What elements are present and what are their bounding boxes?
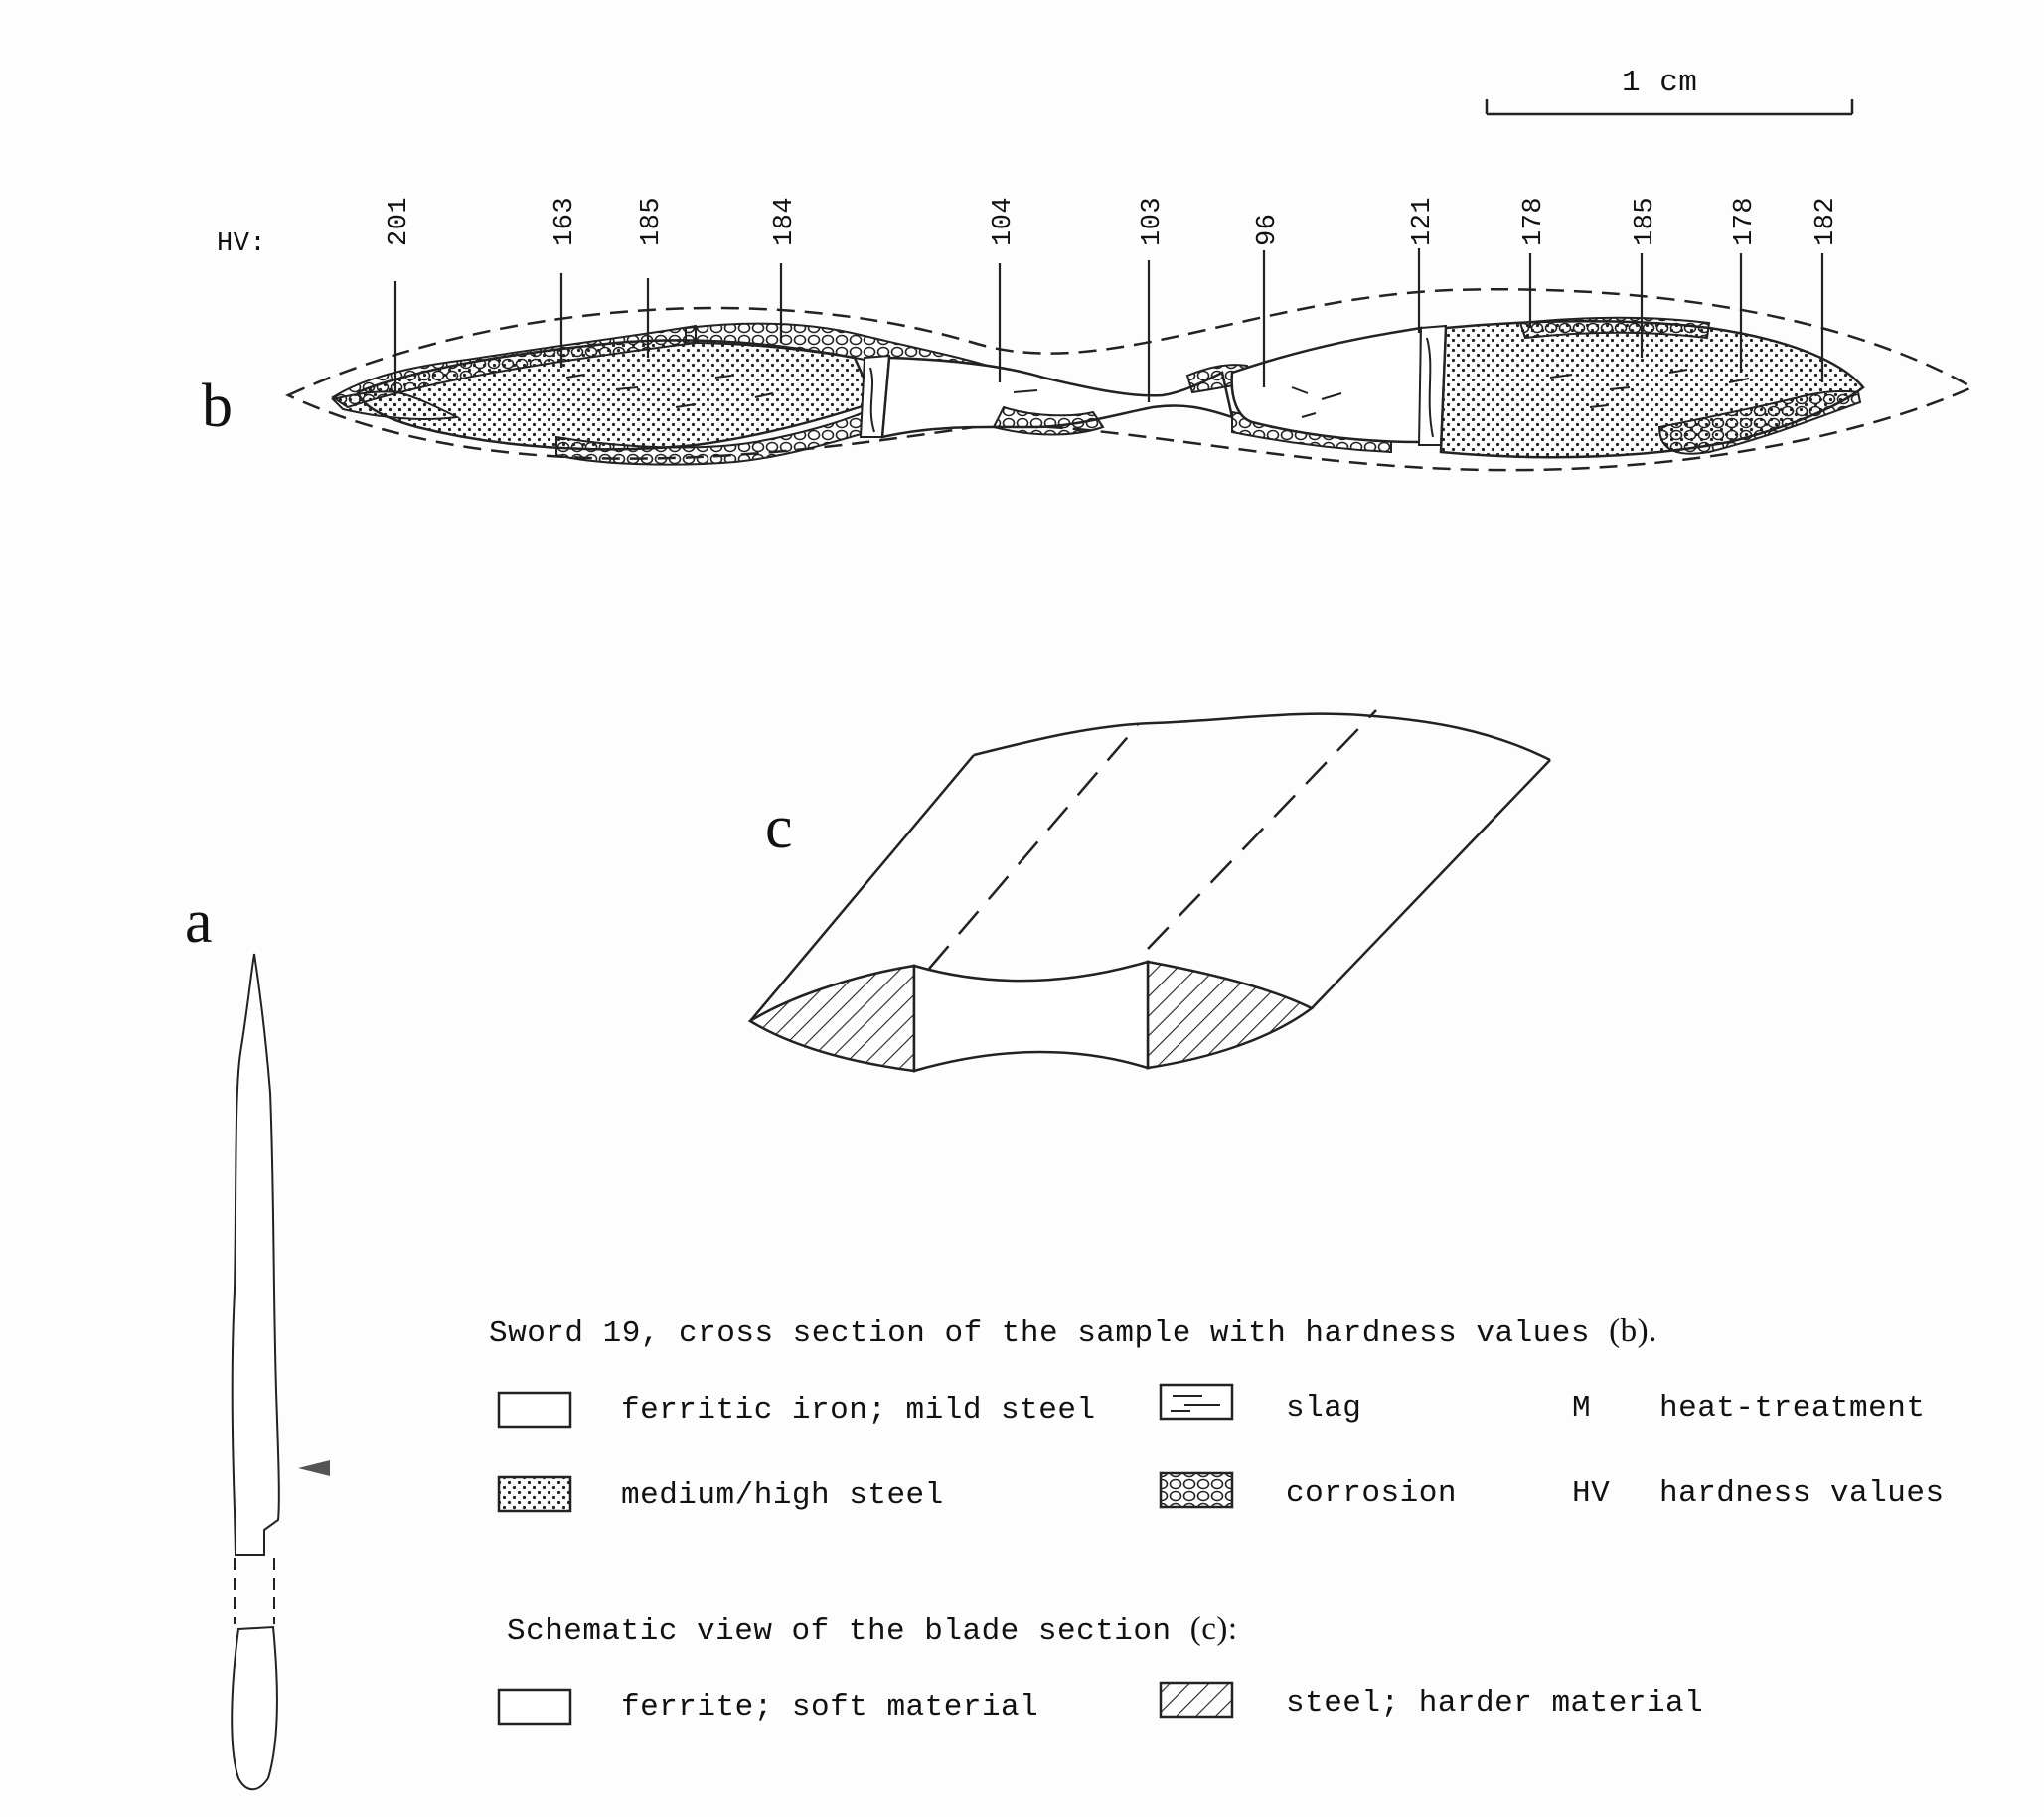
abbr-m: M — [1572, 1391, 1592, 1426]
hardness-value-label: 104 — [989, 196, 1019, 246]
abbr-hv: HV — [1572, 1476, 1611, 1511]
hardness-value-label: 182 — [1811, 196, 1841, 246]
legend-swatches — [497, 1383, 1234, 1726]
legend-label-corrosion: corrosion — [1286, 1476, 1457, 1511]
blade-schematic-c — [747, 709, 1551, 1073]
hardness-value-label: 178 — [1519, 196, 1549, 246]
hardness-value-label: 178 — [1730, 196, 1760, 246]
hardness-value-label: 185 — [637, 196, 667, 246]
cross-section-b — [285, 248, 1975, 472]
hardness-value-label: 184 — [770, 196, 800, 246]
panel-label-a: a — [185, 888, 213, 956]
hv-prefix-label: HV: — [217, 229, 267, 259]
legend-caption-c: Schematic view of the blade section (c): — [507, 1611, 1238, 1649]
legend-label-steel: steel; harder material — [1286, 1686, 1704, 1721]
abbr-m-label: heat-treatment — [1659, 1391, 1926, 1426]
sword-outline-a — [231, 953, 330, 1791]
legend-label-ferritic-iron: ferritic iron; mild steel — [621, 1393, 1096, 1428]
panel-label-b: b — [202, 373, 233, 440]
abbr-hv-label: hardness values — [1659, 1476, 1945, 1511]
scale-bar — [1485, 99, 1854, 116]
hardness-value-label: 201 — [385, 196, 414, 246]
legend-label-ferrite: ferrite; soft material — [621, 1690, 1039, 1725]
hardness-value-label: 96 — [1253, 213, 1283, 246]
hardness-value-label: 121 — [1408, 196, 1438, 246]
legend-label-slag: slag — [1286, 1391, 1362, 1426]
legend-caption-b: Sword 19, cross section of the sample wi… — [489, 1313, 1657, 1351]
hardness-value-label: 185 — [1631, 196, 1660, 246]
hardness-value-label: 103 — [1138, 196, 1168, 246]
blade-outline-dashed — [285, 288, 1975, 472]
legend-label-medium-high-steel: medium/high steel — [621, 1478, 944, 1513]
panel-label-c: c — [765, 794, 793, 861]
scale-bar-label: 1 cm — [1622, 66, 1698, 100]
hardness-value-label: 163 — [550, 196, 580, 246]
